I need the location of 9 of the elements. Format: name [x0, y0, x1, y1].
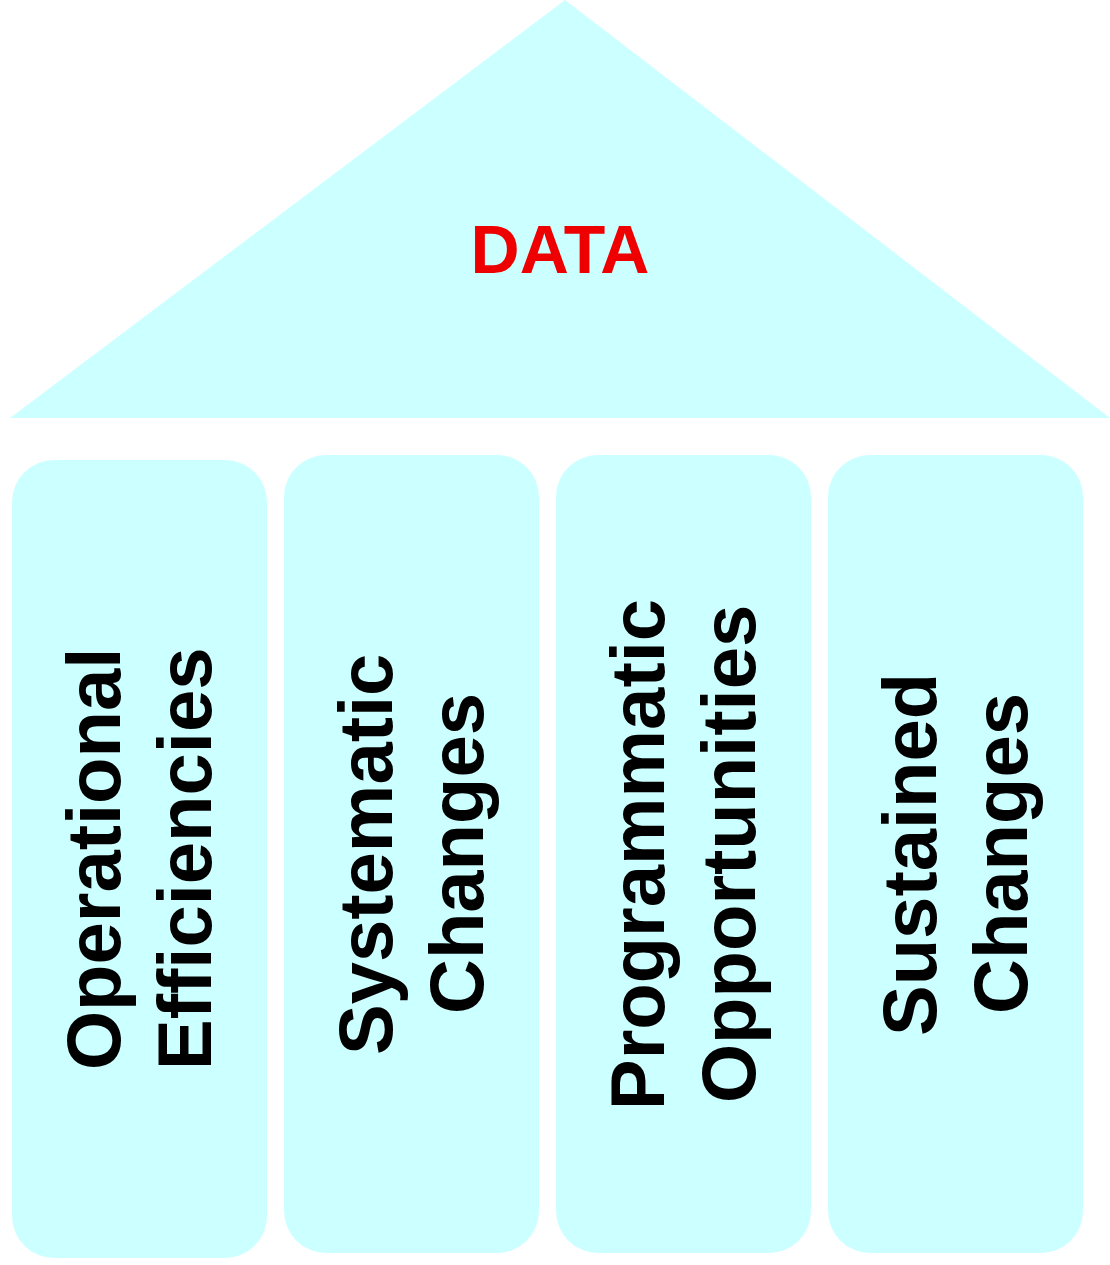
pillar-box	[284, 455, 539, 1253]
pillar-label: Sustained Changes	[866, 671, 1045, 1038]
roof-label: DATA	[470, 215, 650, 289]
pillar-box	[556, 455, 811, 1253]
pillar-label: Programmatic Opportunities	[594, 597, 773, 1112]
pillar-label: Operational Efficiencies	[50, 646, 229, 1073]
pillar-label: Systematic Changes	[322, 652, 501, 1057]
pillar-box	[12, 460, 267, 1258]
pillar-box	[828, 455, 1083, 1253]
